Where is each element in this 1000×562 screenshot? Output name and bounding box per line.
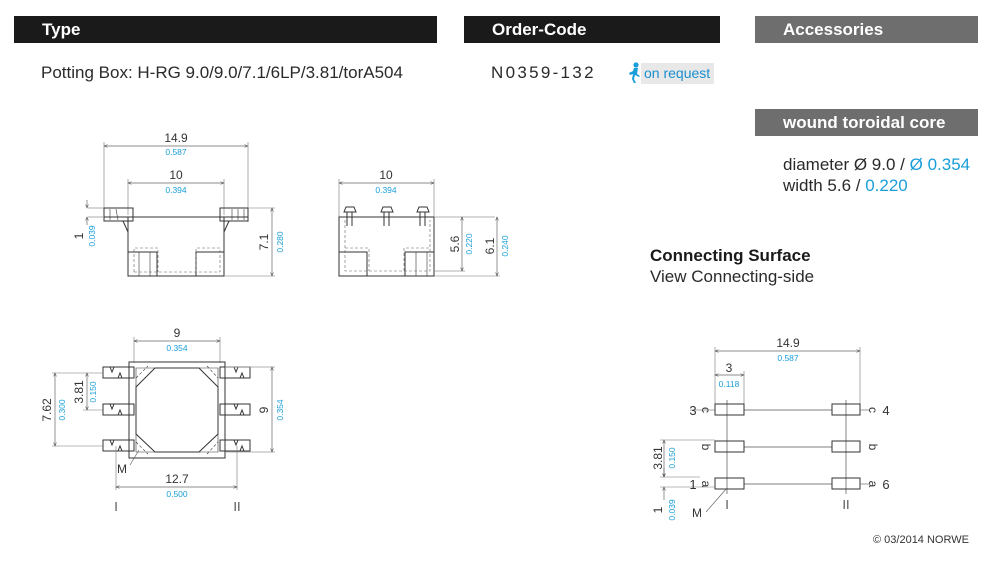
front-width-dim: 14.9 — [164, 131, 188, 145]
top-row-spacing-dim-in: 0.500 — [166, 489, 188, 499]
accessories-header: Accessories — [755, 16, 978, 43]
front-view-drawing — [87, 142, 275, 276]
side-h2-dim-in: 0.240 — [500, 235, 510, 257]
copyright: © 03/2014 NORWE — [873, 534, 969, 546]
side-h1-dim-in: 0.220 — [464, 233, 474, 255]
core-width: width 5.6 / 0.220 — [783, 176, 908, 196]
core-diameter-mm: diameter Ø 9.0 / — [783, 155, 910, 174]
fp-offset-dim-in: 0.039 — [667, 499, 677, 521]
availability-label: on request — [641, 62, 715, 84]
fp-width-dim-in: 0.587 — [777, 353, 799, 363]
fp-pin-3: 3 — [689, 403, 696, 418]
running-person-icon — [629, 62, 640, 83]
top-pitch-dim-in: 0.150 — [88, 381, 98, 403]
wound-core-header: wound toroidal core — [755, 109, 978, 136]
core-width-mm: width 5.6 / — [783, 176, 866, 195]
side-h1-dim: 5.6 — [448, 235, 462, 252]
fp-offset-dim: 1 — [651, 506, 665, 513]
type-value: Potting Box: H-RG 9.0/9.0/7.1/6LP/3.81/t… — [41, 63, 403, 82]
front-flange-dim-in: 0.039 — [87, 225, 97, 247]
top-row1-label: I — [114, 499, 118, 514]
top-row-spacing-dim: 12.7 — [165, 472, 189, 486]
core-width-inch: 0.220 — [865, 176, 908, 195]
type-header: Type — [14, 16, 437, 43]
fp-letter-b-right: b — [866, 444, 880, 451]
connecting-surface-title: Connecting Surface — [650, 246, 811, 265]
fp-marker-m: M — [692, 506, 702, 520]
fp-width-dim: 14.9 — [776, 336, 800, 350]
side-view-drawing — [339, 179, 500, 276]
fp-pin-6: 6 — [882, 477, 889, 492]
top-view-drawing — [52, 337, 275, 490]
top-pitch-total-dim-in: 0.300 — [57, 399, 67, 421]
fp-letter-a-left: a — [699, 481, 713, 488]
availability-badge[interactable]: on request — [627, 62, 715, 84]
type-header-label: Type — [42, 20, 81, 39]
fp-letter-b-left: b — [699, 444, 713, 451]
top-width-dim: 9 — [174, 326, 181, 340]
top-marker-m: M — [117, 462, 127, 476]
front-height-dim-in: 0.280 — [275, 231, 285, 253]
front-height-dim: 7.1 — [257, 233, 271, 250]
front-inner-dim: 10 — [169, 168, 183, 182]
connecting-surface-subtitle: View Connecting-side — [650, 267, 815, 286]
fp-pin-4: 4 — [882, 403, 889, 418]
top-width-dim-in: 0.354 — [166, 343, 188, 353]
core-diameter: diameter Ø 9.0 / Ø 0.354 — [783, 155, 970, 175]
order-code-header-label: Order-Code — [492, 20, 587, 39]
accessories-header-label: Accessories — [783, 20, 884, 39]
top-right-pins — [219, 366, 251, 452]
top-pitch-dim: 3.81 — [72, 380, 86, 404]
fp-row1-label: I — [725, 497, 729, 512]
core-diameter-inch: Ø 0.354 — [909, 155, 971, 174]
wound-core-header-label: wound toroidal core — [783, 113, 946, 132]
fp-pad-dim: 3 — [726, 361, 733, 375]
fp-pad-dim-in: 0.118 — [719, 379, 740, 389]
side-h2-dim: 6.1 — [483, 237, 497, 254]
top-height-dim: 9 — [257, 406, 271, 413]
top-row2-label: II — [233, 499, 240, 514]
side-width-dim-in: 0.394 — [375, 185, 397, 195]
front-inner-dim-in: 0.394 — [165, 185, 187, 195]
fp-pitch-dim-in: 0.150 — [667, 447, 677, 469]
front-flange-dim: 1 — [72, 232, 86, 239]
fp-letter-a-right: a — [866, 481, 880, 488]
order-code-header: Order-Code — [464, 16, 720, 43]
order-code-value: N0359-132 — [491, 63, 596, 82]
fp-pitch-dim: 3.81 — [651, 446, 665, 470]
front-width-dim-in: 0.587 — [165, 147, 187, 157]
footprint-drawing — [660, 347, 870, 513]
top-height-dim-in: 0.354 — [275, 399, 285, 421]
fp-pin-1: 1 — [689, 477, 696, 492]
top-pitch-total-dim: 7.62 — [40, 398, 54, 422]
fp-letter-c-left: c — [699, 407, 713, 413]
fp-row2-label: II — [842, 497, 849, 512]
fp-letter-c-right: c — [866, 407, 880, 413]
top-left-pins — [102, 366, 135, 452]
side-width-dim: 10 — [379, 168, 393, 182]
